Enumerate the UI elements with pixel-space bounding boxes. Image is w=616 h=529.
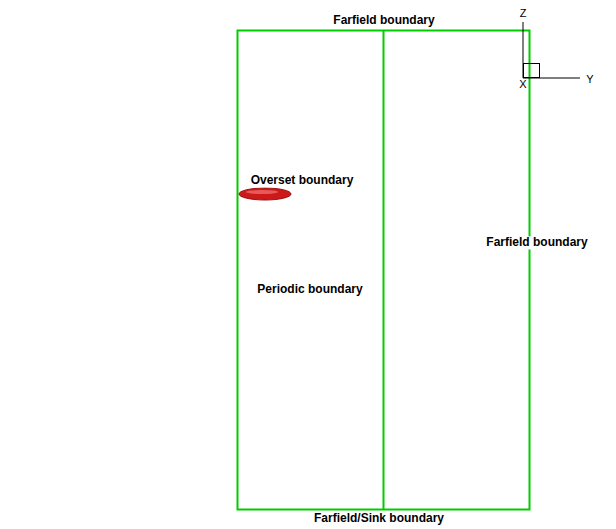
periodic-line — [383, 31, 385, 510]
boundary-label: Farfield boundary — [332, 14, 435, 27]
axis-label: Z — [520, 7, 527, 19]
boundary-label: Overset boundary — [250, 174, 355, 187]
axis-label: X — [519, 78, 526, 90]
overset-body — [239, 188, 291, 200]
boundary-label: Periodic boundary — [256, 283, 363, 296]
boundary-label: Farfield/Sink boundary — [313, 512, 445, 525]
body-highlight — [246, 190, 278, 194]
axis-square — [524, 64, 540, 78]
domain-outline — [238, 31, 530, 510]
boundary-label: Farfield boundary — [485, 236, 588, 249]
axis-label: Y — [586, 73, 593, 85]
